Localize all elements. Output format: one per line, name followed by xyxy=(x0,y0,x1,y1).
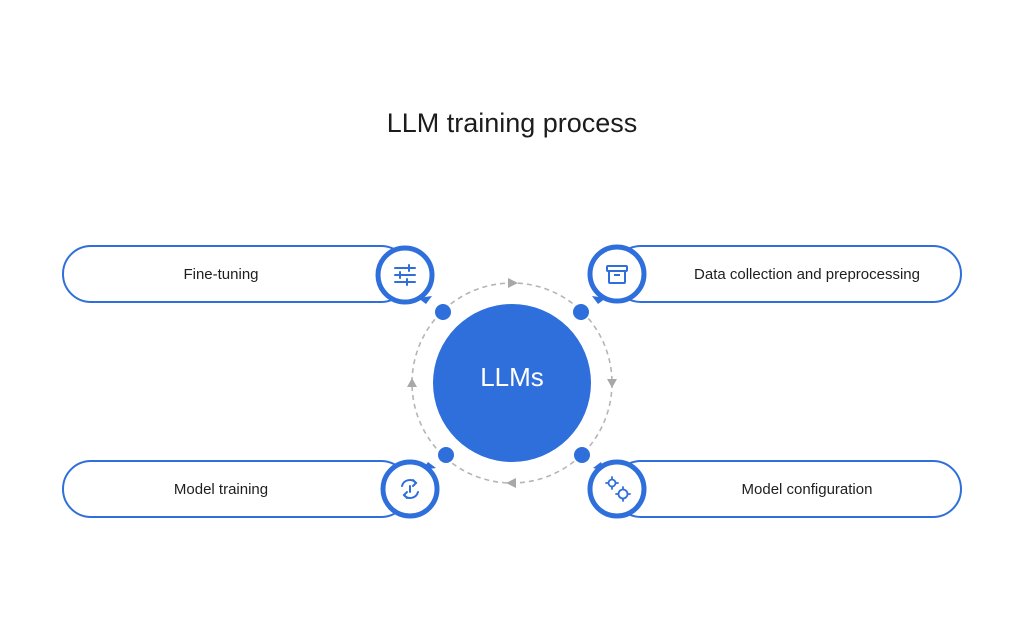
gears-icon xyxy=(587,459,647,519)
archive-box-icon xyxy=(587,244,647,304)
step-fine-tuning: Fine-tuning xyxy=(62,245,410,303)
sliders-icon xyxy=(375,245,435,305)
arrow-bottom xyxy=(506,478,516,488)
step-data-collection: Data collection and preprocessing xyxy=(612,245,962,303)
step-label: Model training xyxy=(173,480,269,498)
center-label: LLMs xyxy=(480,362,544,392)
arrow-left xyxy=(407,378,417,387)
arrow-top xyxy=(508,278,518,288)
step-label: Data collection and preprocessing xyxy=(694,265,920,283)
step-label: Model configuration xyxy=(741,480,873,498)
diagram-title: LLM training process xyxy=(386,108,638,138)
refresh-cycle-icon xyxy=(380,459,440,519)
connector-dot xyxy=(574,447,590,463)
connector-dot xyxy=(573,304,589,320)
center-circle xyxy=(433,304,591,462)
step-model-training: Model training xyxy=(62,460,410,518)
connector-dot xyxy=(438,447,454,463)
step-label: Fine-tuning xyxy=(183,265,259,283)
arrow-right xyxy=(607,379,617,388)
connector-dot xyxy=(435,304,451,320)
step-model-configuration: Model configuration xyxy=(612,460,962,518)
